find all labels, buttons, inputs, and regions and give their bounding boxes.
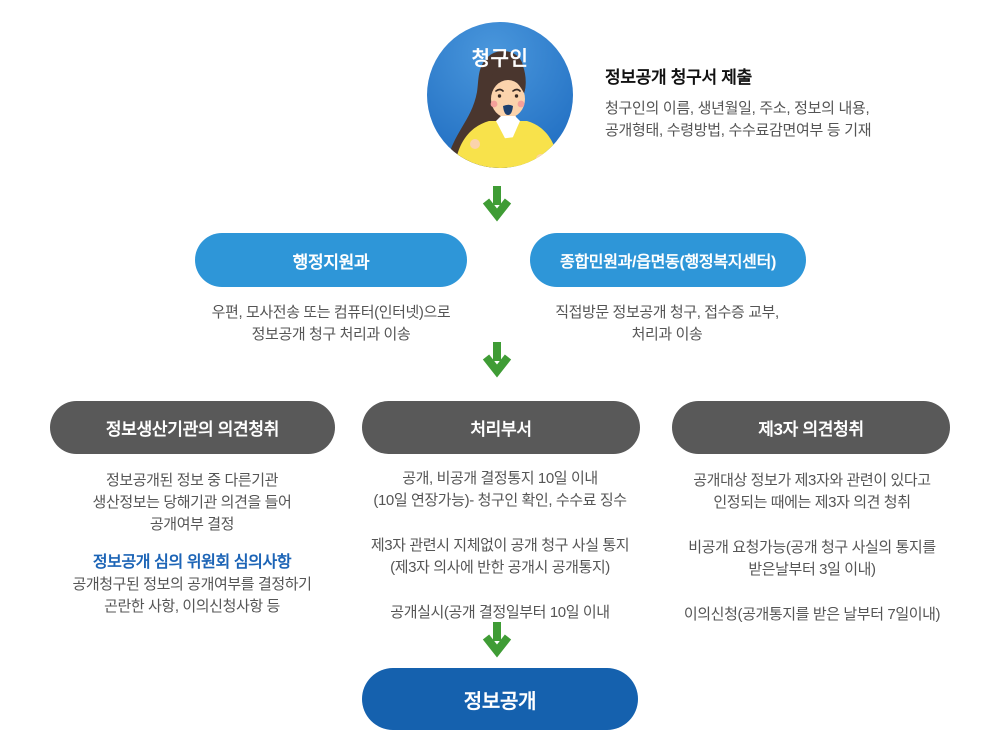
third-p1-line2: 인정되는 때에는 제3자 의견 청취 [713, 494, 911, 511]
submit-desc-line2: 공개형태, 수령방법, 수수료감면여부 등 기재 [605, 122, 872, 139]
down-arrow-icon [482, 620, 512, 658]
handler-paragraph-3: 공개실시(공개 결정일부터 10일 이내 [330, 602, 670, 624]
handler-p3-line1: 공개실시(공개 결정일부터 10일 이내 [390, 604, 610, 621]
third-p1-line1: 공개대상 정보가 제3자와 관련이 있다고 [693, 472, 931, 489]
claimant-avatar: 청구인 [427, 22, 573, 168]
producer-p1-line2: 생산정보는 당해기관 의견을 들어 [92, 494, 292, 511]
handler-p2-line1: 제3자 관련시 지체없이 공개 청구 사실 통지 [370, 537, 630, 554]
handling-dept-node: 처리부서 [362, 401, 640, 454]
producer-opinion-label: 정보생산기관의 의견청취 [105, 420, 280, 439]
third-p2-line2: 받은날부터 3일 이내) [748, 561, 876, 578]
admin-support-dept-node: 행정지원과 [195, 233, 467, 287]
producer-paragraph-1: 정보공개된 정보 중 다른기관 생산정보는 당해기관 의견을 들어 공개여부 결… [22, 470, 362, 536]
third-p3-line1: 이의신청(공개통지를 받은 날부터 7일이내) [683, 606, 941, 623]
submit-title: 정보공개 청구서 제출 [605, 68, 752, 87]
civil-affairs-desc-line2: 처리과 이송 [631, 326, 703, 343]
producer-p2-line1: 공개청구된 정보의 공개여부를 결정하기 [72, 576, 312, 593]
submit-desc-line1: 청구인의 이름, 생년월일, 주소, 정보의 내용, [605, 100, 870, 117]
civil-affairs-dept-label: 종합민원과/읍면동(행정복지센터) [559, 254, 777, 271]
third-party-desc: 공개대상 정보가 제3자와 관련이 있다고 인정되는 때에는 제3자 의견 청취… [642, 470, 982, 626]
down-arrow-icon [482, 340, 512, 378]
disclosure-result-label: 정보공개 [463, 690, 537, 713]
claimant-label: 청구인 [471, 48, 529, 70]
review-committee-subheading: 정보공개 심의 위원회 심의사항 [92, 554, 292, 571]
producer-p1-line3: 공개여부 결정 [149, 516, 235, 533]
civil-affairs-desc-line1: 직접방문 정보공개 청구, 접수증 교부, [555, 304, 779, 321]
admin-support-desc-line1: 우편, 모사전송 또는 컴퓨터(인터넷)으로 [211, 304, 451, 321]
handler-p2-line2: (제3자 의사에 반한 공개시 공개통지) [390, 559, 610, 576]
handler-p1-line2: (10일 연장가능)- 청구인 확인, 수수료 징수 [373, 492, 627, 509]
handler-p1-line1: 공개, 비공개 결정통지 10일 이내 [402, 470, 598, 487]
producer-p1-line1: 정보공개된 정보 중 다른기관 [105, 472, 279, 489]
producer-opinion-desc: 정보공개된 정보 중 다른기관 생산정보는 당해기관 의견을 들어 공개여부 결… [22, 470, 362, 618]
third-paragraph-2: 비공개 요청가능(공개 청구 사실의 통지를 받은날부터 3일 이내) [642, 537, 982, 581]
handling-dept-label: 처리부서 [470, 420, 532, 439]
disclosure-result-node: 정보공개 [362, 668, 638, 730]
third-p2-line1: 비공개 요청가능(공개 청구 사실의 통지를 [688, 539, 936, 556]
down-arrow-icon [482, 184, 512, 222]
submit-info-block: 정보공개 청구서 제출 청구인의 이름, 생년월일, 주소, 정보의 내용, 공… [605, 63, 985, 142]
handling-dept-desc: 공개, 비공개 결정통지 10일 이내 (10일 연장가능)- 청구인 확인, … [330, 468, 670, 624]
producer-opinion-node: 정보생산기관의 의견청취 [50, 401, 335, 454]
producer-p2-line2: 곤란한 사항, 이의신청사항 등 [104, 598, 280, 615]
third-paragraph-1: 공개대상 정보가 제3자와 관련이 있다고 인정되는 때에는 제3자 의견 청취 [642, 470, 982, 514]
admin-support-desc-line2: 정보공개 청구 처리과 이송 [251, 326, 411, 343]
third-party-opinion-node: 제3자 의견청취 [672, 401, 950, 454]
person-illustration [427, 22, 573, 168]
civil-affairs-dept-node: 종합민원과/읍면동(행정복지센터) [530, 233, 806, 287]
civil-affairs-desc: 직접방문 정보공개 청구, 접수증 교부, 처리과 이송 [497, 302, 837, 346]
third-paragraph-3: 이의신청(공개통지를 받은 날부터 7일이내) [642, 604, 982, 626]
handler-paragraph-2: 제3자 관련시 지체없이 공개 청구 사실 통지 (제3자 의사에 반한 공개시… [330, 535, 670, 579]
producer-paragraph-2: 공개청구된 정보의 공개여부를 결정하기 곤란한 사항, 이의신청사항 등 [22, 574, 362, 618]
third-party-opinion-label: 제3자 의견청취 [758, 420, 864, 439]
admin-support-desc: 우편, 모사전송 또는 컴퓨터(인터넷)으로 정보공개 청구 처리과 이송 [161, 302, 501, 346]
handler-paragraph-1: 공개, 비공개 결정통지 10일 이내 (10일 연장가능)- 청구인 확인, … [330, 468, 670, 512]
admin-support-dept-label: 행정지원과 [292, 252, 370, 272]
